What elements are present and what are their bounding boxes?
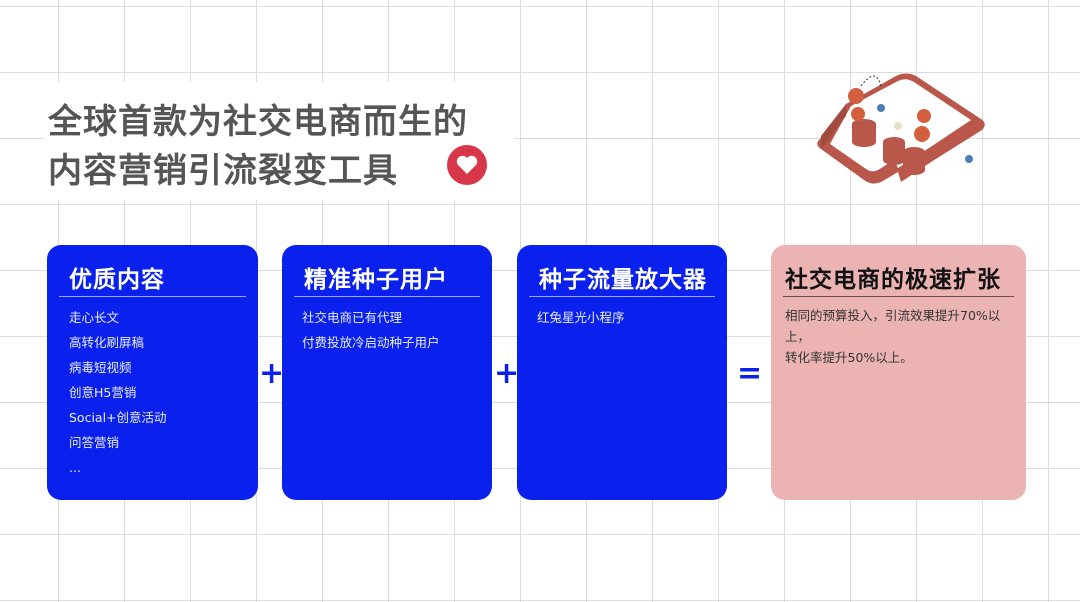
list-item: 社交电商已有代理: [302, 310, 403, 325]
list-item: 付费投放冷启动种子用户: [302, 335, 440, 350]
result-line2: 转化率提升50%以上。: [785, 350, 913, 365]
social-commerce-illustration: [817, 73, 985, 184]
page-title-line2: 内容营销引流裂变工具: [48, 151, 398, 191]
title-background: [44, 82, 514, 200]
list-item: 走心长文: [69, 310, 120, 325]
list-item: 红兔星光小程序: [537, 310, 625, 325]
card-title: 优质内容: [69, 267, 165, 293]
card-seed-users: 精准种子用户 社交电商已有代理 付费投放冷启动种子用户: [282, 245, 492, 500]
card-title: 社交电商的极速扩张: [785, 267, 1001, 293]
plus-sign: +: [259, 356, 285, 391]
divider: [529, 296, 715, 297]
card-quality-content: 优质内容 走心长文 高转化刷屏稿 病毒短视频 创意H5营销 Social+创意活…: [47, 245, 258, 500]
result-description: 相同的预算投入，引流效果提升70%以上， 转化率提升50%以上。: [785, 305, 1020, 368]
list-item: 病毒短视频: [69, 360, 132, 375]
list-item: ...: [69, 460, 81, 475]
heart-icon: [447, 145, 487, 185]
page-title-line1: 全球首款为社交电商而生的: [48, 102, 468, 142]
card-traffic-amplifier: 种子流量放大器 红兔星光小程序: [517, 245, 727, 500]
divider: [59, 296, 246, 297]
list-item: 创意H5营销: [69, 385, 137, 400]
card-title: 种子流量放大器: [539, 267, 707, 293]
list-item: Social+创意活动: [69, 410, 167, 425]
divider: [294, 296, 480, 297]
divider: [783, 296, 1014, 297]
card-rapid-expansion: 社交电商的极速扩张 相同的预算投入，引流效果提升70%以上， 转化率提升50%以上…: [771, 245, 1026, 500]
plus-sign: +: [494, 356, 520, 391]
equals-sign: =: [737, 356, 763, 391]
card-title: 精准种子用户: [304, 267, 448, 293]
result-line1: 相同的预算投入，引流效果提升70%以上，: [785, 308, 1001, 344]
list-item: 高转化刷屏稿: [69, 335, 145, 350]
list-item: 问答营销: [69, 435, 120, 450]
